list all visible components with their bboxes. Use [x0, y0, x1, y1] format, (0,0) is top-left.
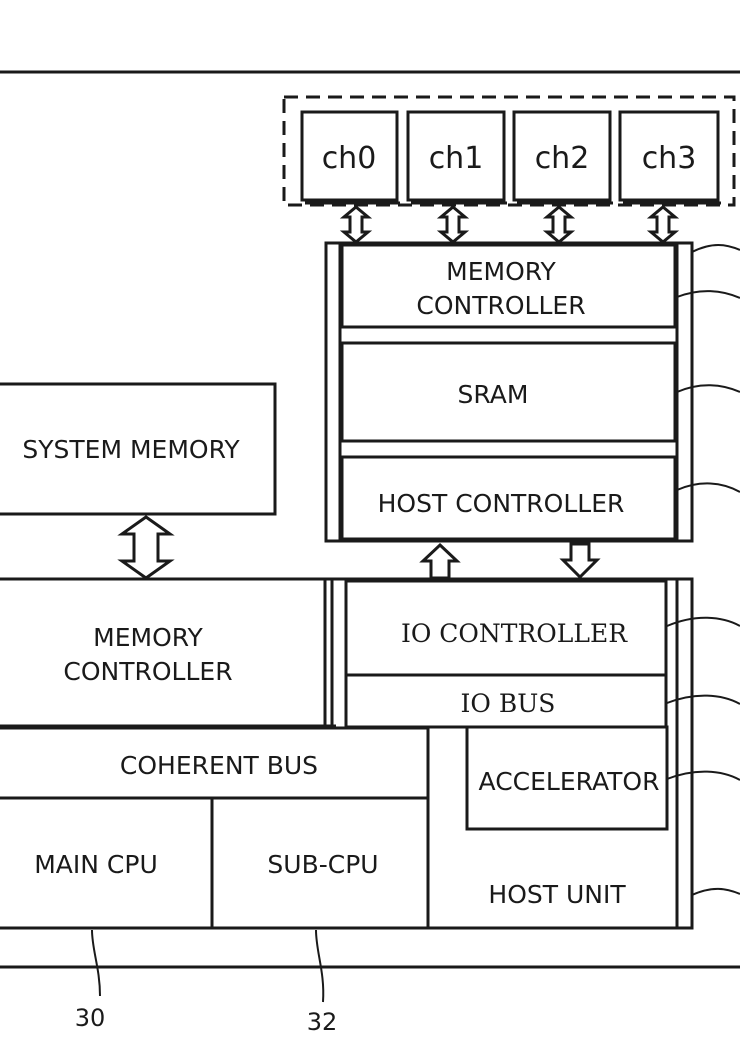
host-unit-label: HOST UNIT	[488, 880, 626, 909]
lead-line	[691, 887, 740, 896]
io-controller-block: IO CONTROLLER	[344, 579, 668, 677]
bidirectional-arrow-icon	[436, 205, 470, 244]
bidirectional-arrow-icon	[339, 205, 373, 244]
io-bus-label: IO BUS	[461, 689, 556, 718]
host-controller-block: HOST CONTROLLER	[340, 455, 677, 541]
host-memory-controller-line1: MEMORY	[93, 623, 203, 652]
coherent-bus-label: COHERENT BUS	[120, 751, 318, 780]
storage-device: MEMORY CONTROLLER SRAM HOST CONTROLLER	[324, 241, 694, 543]
leader-line-30	[91, 929, 101, 997]
lead-line	[666, 694, 740, 705]
main-cpu-block: MAIN CPU	[0, 796, 214, 930]
bidirectional-arrow-icon	[542, 205, 576, 244]
lead-line	[691, 244, 740, 253]
device-memory-controller-line2: CONTROLLER	[416, 291, 585, 320]
channel-label: ch2	[535, 141, 590, 176]
io-controller-label: IO CONTROLLER	[401, 619, 628, 648]
channel-label: ch1	[429, 141, 484, 176]
sub-cpu-block: SUB-CPU	[210, 796, 430, 930]
up-arrow-icon	[419, 542, 461, 580]
channel-label: ch0	[322, 141, 377, 176]
lead-line	[676, 290, 740, 299]
system-memory-label: SYSTEM MEMORY	[22, 435, 240, 464]
channel-ch3: ch3	[618, 110, 721, 205]
channel-group-dashed	[282, 95, 736, 207]
host-controller-label: HOST CONTROLLER	[378, 489, 625, 518]
sram-block: SRAM	[340, 341, 677, 443]
host-unit: MEMORY CONTROLLER IO CONTROLLER IO BUS C…	[0, 577, 694, 930]
channel-ch1: ch1	[406, 110, 507, 205]
channel-ch2: ch2	[512, 110, 613, 205]
device-memory-controller: MEMORY CONTROLLER	[340, 243, 677, 329]
lead-line	[676, 384, 740, 393]
coherent-bus-block: COHERENT BUS	[0, 726, 430, 800]
reference-numeral-30: 30	[75, 1004, 106, 1032]
io-bus-block: IO BUS	[344, 673, 668, 729]
accelerator-label: ACCELERATOR	[479, 767, 660, 796]
channel-arrows	[339, 205, 680, 244]
sub-cpu-label: SUB-CPU	[267, 850, 378, 879]
host-memory-controller-line2: CONTROLLER	[63, 657, 232, 686]
bidirectional-arrow-icon	[646, 205, 680, 244]
lead-line	[676, 482, 740, 493]
lead-line	[666, 770, 740, 781]
leader-line-32	[315, 929, 325, 1003]
system-memory-block: SYSTEM MEMORY	[0, 382, 277, 516]
channel-label: ch3	[642, 141, 697, 176]
reference-numeral-32: 32	[307, 1008, 338, 1036]
lead-line	[666, 616, 740, 627]
accelerator-block: ACCELERATOR	[465, 725, 669, 831]
sram-label: SRAM	[458, 380, 529, 409]
down-arrow-icon	[559, 542, 601, 580]
channel-ch0: ch0	[300, 110, 400, 205]
bidirectional-arrow-icon	[117, 515, 175, 580]
main-cpu-label: MAIN CPU	[34, 850, 158, 879]
device-memory-controller-line1: MEMORY	[446, 257, 556, 286]
